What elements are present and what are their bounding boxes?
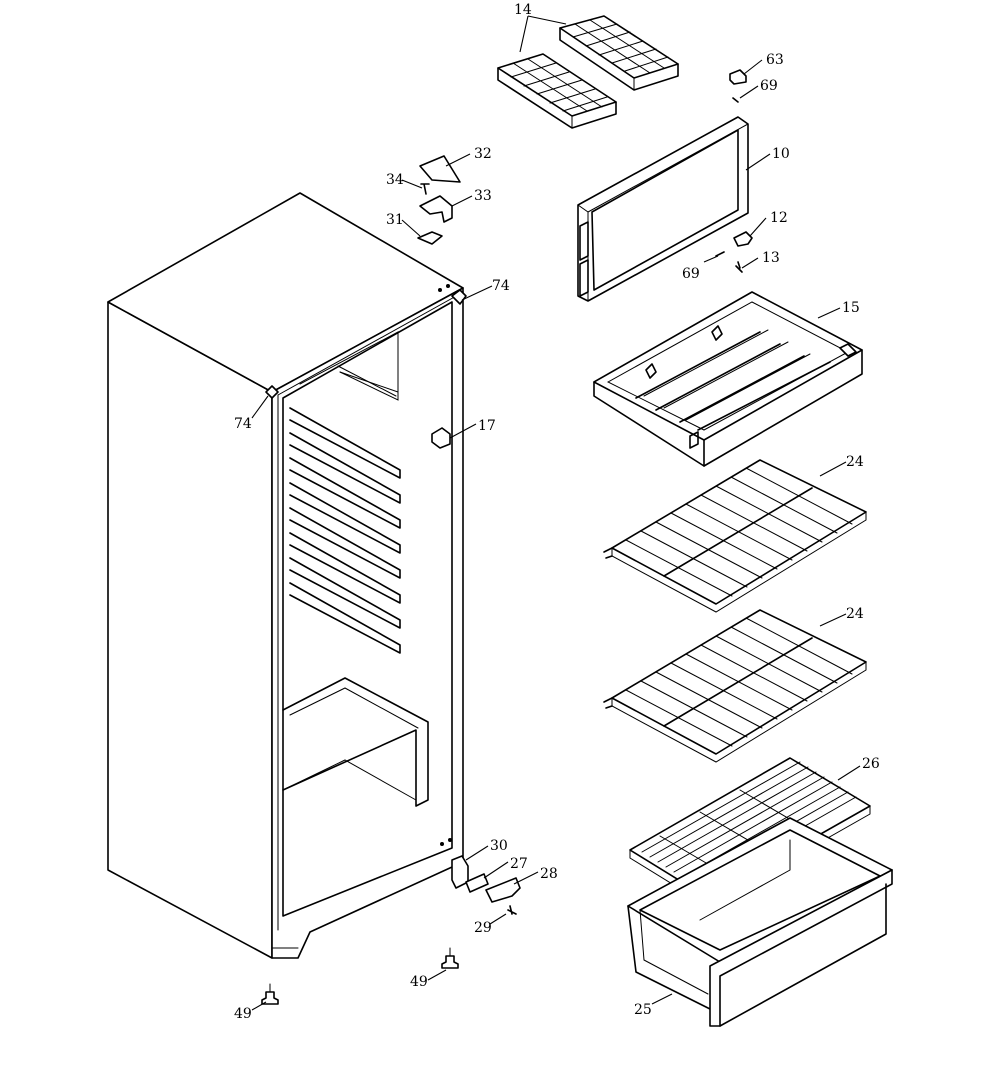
label-17: 17 <box>478 418 496 434</box>
label-30: 30 <box>490 838 508 854</box>
part-number-labels: 14 63 69 10 32 34 33 31 12 69 13 74 15 7… <box>234 2 880 1022</box>
ice-tray-lower <box>497 53 617 129</box>
label-32: 32 <box>474 146 492 162</box>
label-28: 28 <box>540 866 558 882</box>
chiller-tray <box>593 291 863 467</box>
ice-tray-upper <box>559 15 679 91</box>
label-14: 14 <box>514 2 532 18</box>
freezer-door <box>577 116 749 302</box>
label-31: 31 <box>386 212 404 228</box>
label-27: 27 <box>510 856 528 872</box>
label-74-top: 74 <box>492 278 510 294</box>
wire-shelf-upper <box>603 459 867 613</box>
ice-trays <box>497 15 679 129</box>
part-13-screw <box>735 261 743 273</box>
label-15: 15 <box>842 300 860 316</box>
leader-lines <box>251 15 861 1011</box>
part-33-top-hinge <box>419 195 453 223</box>
label-13: 13 <box>762 250 780 266</box>
part-12-door-stop <box>733 231 753 247</box>
label-69-door: 69 <box>682 266 700 282</box>
part-63-latch <box>729 69 747 85</box>
label-49-side: 49 <box>234 1006 252 1022</box>
label-34: 34 <box>386 172 404 188</box>
part-34-screw <box>420 183 430 195</box>
label-26: 26 <box>862 756 880 772</box>
part-32-hinge-cover <box>419 155 461 183</box>
label-24-upper: 24 <box>846 454 864 470</box>
part-69-screw <box>715 251 725 257</box>
label-63: 63 <box>766 52 784 68</box>
label-69-top: 69 <box>760 78 778 94</box>
label-74-side: 74 <box>234 416 252 432</box>
label-12: 12 <box>770 210 788 226</box>
refrigerator-cabinet <box>107 192 467 959</box>
shelf-ribs <box>289 407 401 654</box>
part-30-bottom-hinge <box>451 855 469 889</box>
label-33: 33 <box>474 188 492 204</box>
part-27-plate <box>465 873 489 893</box>
wire-shelf-lower <box>603 609 867 763</box>
crisper-drawer <box>627 817 893 1027</box>
label-10: 10 <box>772 146 790 162</box>
part-49-leveling-leg-side <box>261 983 279 1005</box>
part-17-bracket <box>431 427 451 449</box>
label-49-front: 49 <box>410 974 428 990</box>
part-49-leveling-leg-front <box>441 947 459 969</box>
label-24-lower: 24 <box>846 606 864 622</box>
part-31-shim <box>417 231 443 245</box>
part-69-screw-top <box>732 97 739 103</box>
label-25: 25 <box>634 1002 652 1018</box>
part-29-screw <box>507 905 517 915</box>
part-28-bracket <box>485 877 521 903</box>
label-29: 29 <box>474 920 492 936</box>
